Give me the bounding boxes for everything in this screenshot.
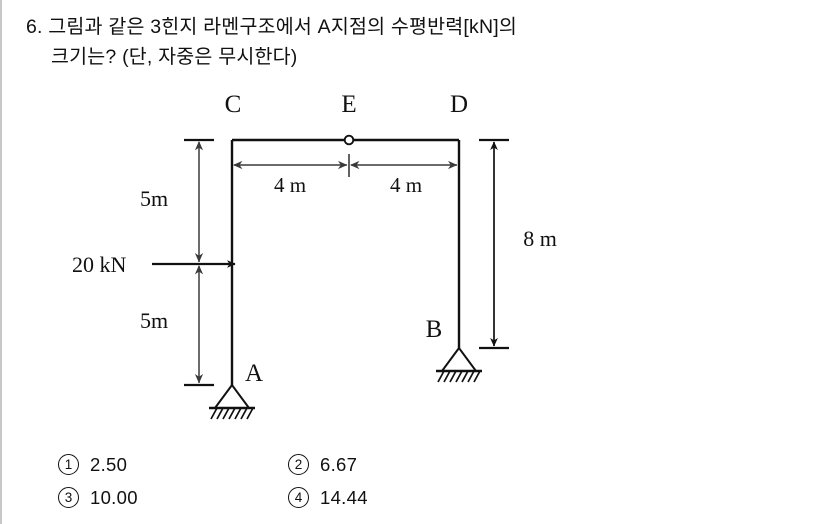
support-B-triangle [440,346,478,372]
dim-label-span-left: 4 m [274,173,306,197]
answer-options: 1 2.50 2 6.67 3 10.00 4 14.44 [58,448,678,514]
support-A-pin [209,383,255,420]
node-label-A: A [245,360,263,387]
dim-label-right-height: 8 m [523,226,557,251]
applied-load-20kN: 20 kN [72,252,236,277]
frame-diagram: C E D A B 4 m 4 m [2,88,622,428]
question-line-2: 크기는? (단, 자중은 무시한다) [51,46,298,68]
node-label-B: B [426,316,443,343]
option-2-value: 6.67 [320,453,358,475]
option-row-1: 1 2.50 2 6.67 [58,448,678,481]
left-vertical-dimension: 5m 5m [140,138,214,387]
node-label-D: D [450,91,468,118]
option-4-value: 14.44 [320,486,368,508]
dim-label-left-lower: 5m [140,308,168,333]
option-row-2: 3 10.00 4 14.44 [58,481,678,514]
option-1-value: 2.50 [90,453,128,475]
hinge-E [343,134,355,146]
support-B-pin [436,346,482,383]
support-A-hatching [210,407,254,420]
right-vertical-dimension: 8 m [479,138,557,350]
option-4[interactable]: 4 14.44 [288,487,518,509]
horizontal-dimension: 4 m 4 m [231,142,460,197]
support-B-hatching [437,370,481,383]
node-label-E: E [341,91,356,118]
question-line-1: 6. 그림과 같은 3힌지 라멘구조에서 A지점의 수평반력[kN]의 [26,16,518,38]
option-2-number: 2 [288,454,309,475]
frame-members [230,138,461,385]
option-3[interactable]: 3 10.00 [58,487,288,509]
node-label-C: C [225,91,242,118]
support-A-triangle [213,383,251,409]
load-label: 20 kN [72,252,127,277]
option-4-number: 4 [288,487,309,508]
option-3-number: 3 [58,487,79,508]
option-1-number: 1 [58,454,79,475]
dim-label-left-upper: 5m [140,186,168,211]
dim-label-span-right: 4 m [390,173,422,197]
option-3-value: 10.00 [90,486,138,508]
option-2[interactable]: 2 6.67 [288,454,518,476]
question-text: 6. 그림과 같은 3힌지 라멘구조에서 A지점의 수평반력[kN]의 크기는?… [26,12,726,72]
option-1[interactable]: 1 2.50 [58,454,288,476]
